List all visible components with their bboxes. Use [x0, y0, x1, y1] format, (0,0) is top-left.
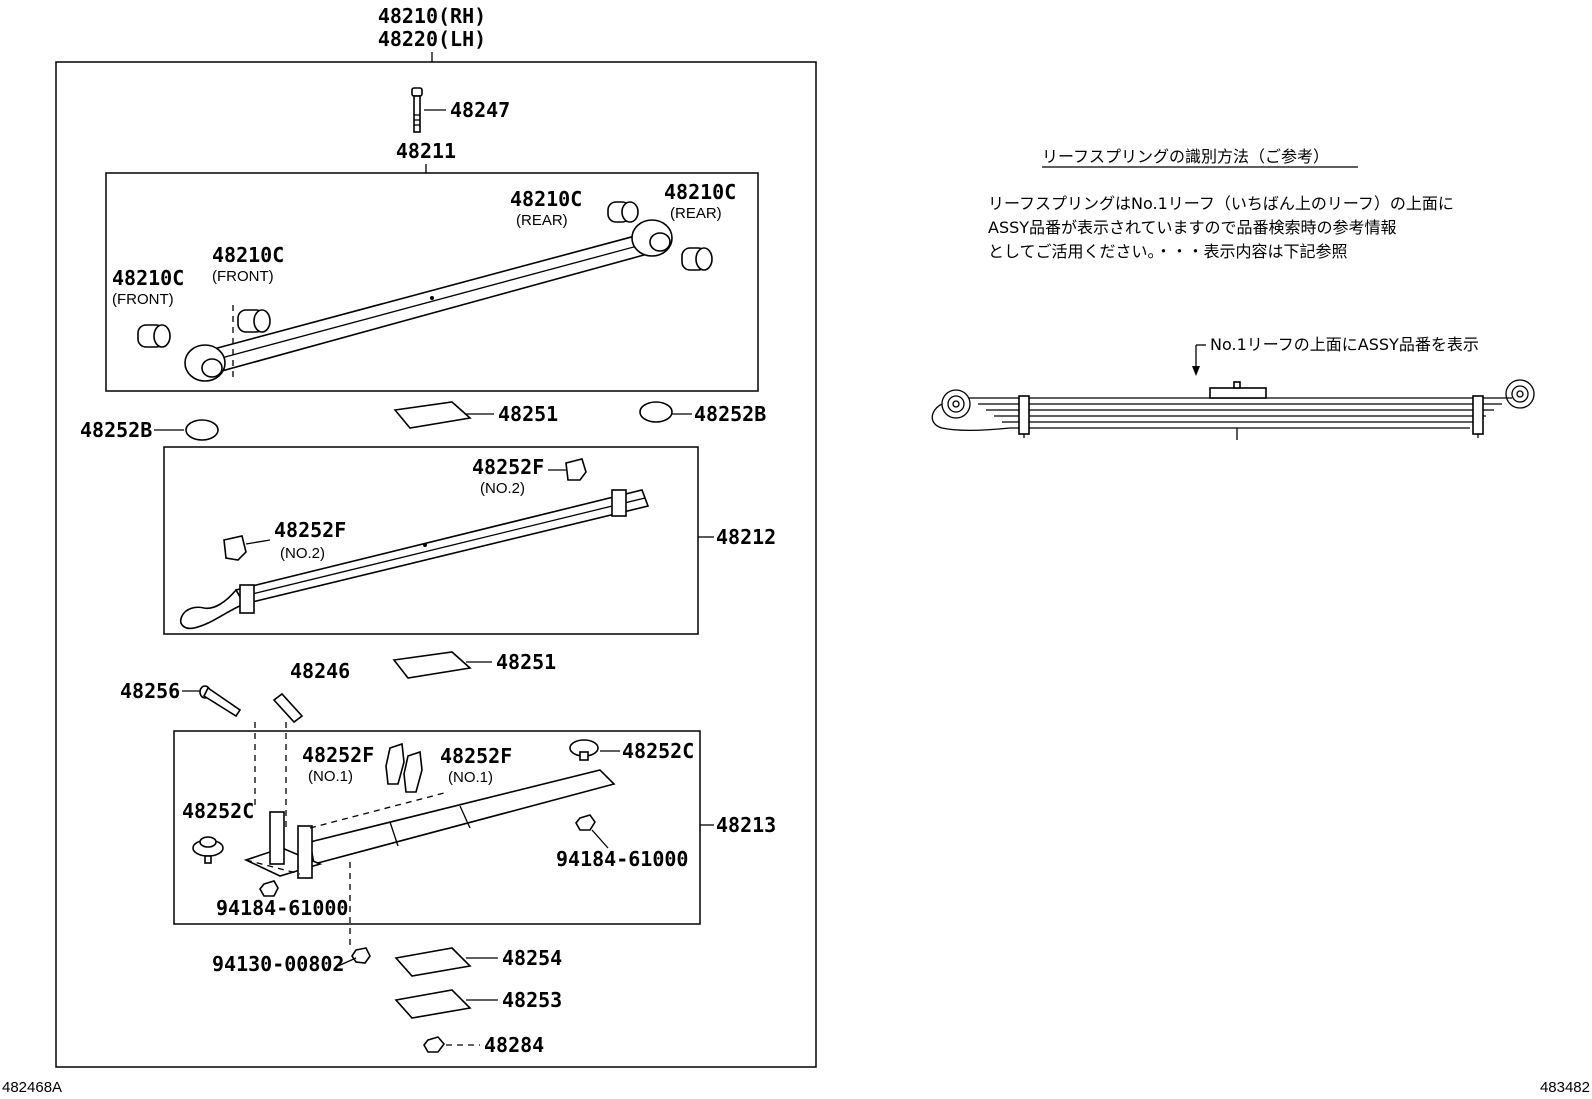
bushing-front-a-label[interactable]: 48210C: [212, 243, 284, 267]
leaf-48213-label[interactable]: 48213: [716, 813, 776, 837]
pin-48246-part: [272, 692, 304, 724]
leaf-48211-part: [184, 219, 673, 382]
bumper-48252B-right-label[interactable]: 48252B: [694, 402, 766, 426]
nut-94130-leader: [337, 957, 357, 967]
clip-48252F-no2-upper-part: [565, 458, 587, 481]
figure-code-right: 483482: [1540, 1079, 1590, 1096]
bushing-front-a-sub: (FRONT): [212, 268, 274, 285]
bushing-front-b-part: [137, 324, 171, 348]
bumper-48252B-left-label[interactable]: 48252B: [80, 418, 152, 442]
clip-48252F-no1-right-sub: (NO.1): [448, 769, 493, 786]
spring-arrow-head: [1192, 366, 1200, 376]
bushing-front-b-label[interactable]: 48210C: [112, 266, 184, 290]
figure-code-left: 482468A: [2, 1079, 62, 1096]
insert-48253-label[interactable]: 48253: [502, 988, 562, 1012]
nut-48284-label[interactable]: 48284: [484, 1033, 544, 1057]
assembly-lh-label[interactable]: 48220(LH): [378, 27, 486, 51]
clip-48252F-no2-lower-part: [223, 535, 247, 561]
assembly-frame: [55, 61, 817, 1068]
insert-48251-lower-part: [392, 651, 472, 679]
bumper-48252C-right-label[interactable]: 48252C: [622, 739, 694, 763]
bolt-48256-label[interactable]: 48256: [120, 679, 180, 703]
bushing-rear-b-sub: (REAR): [670, 205, 722, 222]
clip-48252F-no1-right-label[interactable]: 48252F: [440, 744, 512, 768]
clip-48252F-no1-left-part: [385, 742, 405, 785]
bushing-rear-a-label[interactable]: 48210C: [510, 187, 582, 211]
leaf-48213-frame: [173, 730, 701, 925]
nut-94184-left-label[interactable]: 94184-61000: [216, 896, 348, 920]
leaf-48212-label[interactable]: 48212: [716, 525, 776, 549]
leaf-48211-label[interactable]: 48211: [396, 139, 456, 163]
bumper-48252B-right-part: [639, 401, 673, 423]
clip-48252F-no2-upper-label[interactable]: 48252F: [472, 455, 544, 479]
nut-94130-label[interactable]: 94130-00802: [212, 952, 344, 976]
insert-48251-upper-label[interactable]: 48251: [498, 402, 558, 426]
pin-48246-label[interactable]: 48246: [290, 659, 350, 683]
clip-48252F-no2-upper-sub: (NO.2): [480, 480, 525, 497]
insert-48251-upper-part: [393, 401, 472, 429]
nut-48284-part: [423, 1036, 446, 1053]
bushing-front-a-part: [237, 309, 271, 333]
insert-48253-part: [394, 989, 472, 1019]
note-line-3: としてご活用ください。・・・表示内容は下記参照: [988, 242, 1348, 261]
bumper-48252C-left-part: [192, 836, 224, 864]
nut-94184-right-part: [575, 814, 596, 831]
clip-48252F-no1-left-sub: (NO.1): [308, 768, 353, 785]
clip-48252F-no2-lower-sub: (NO.2): [280, 545, 325, 562]
clip-48252F-no2-lower-leader: [245, 539, 271, 545]
leaf-48212-frame: [163, 446, 699, 635]
note-title: リーフスプリングの識別方法（ご参考）: [1042, 147, 1329, 166]
bushing-rear-a-sub: (REAR): [516, 212, 568, 229]
assembly-rh-label[interactable]: 48210(RH): [378, 4, 486, 28]
bumper-48252B-left-part: [185, 419, 219, 441]
clip-no1-guide: [309, 791, 449, 829]
nut-94130-part: [351, 947, 371, 964]
bumper-48252C-right-part: [569, 739, 599, 761]
clip-48252F-no1-left-label[interactable]: 48252F: [302, 743, 374, 767]
leaf-spring-sketch: [931, 379, 1535, 440]
nut-94184-left-part: [259, 880, 279, 897]
spring-arrow-label: No.1リーフの上面にASSY品番を表示: [1210, 335, 1479, 354]
bolt-48256-part: [199, 685, 242, 718]
bumper-48252C-left-label[interactable]: 48252C: [182, 799, 254, 823]
insert-48254-label[interactable]: 48254: [502, 946, 562, 970]
nut-94184-right-leader: [591, 829, 609, 849]
note-line-2: ASSY品番が表示されていますので品番検索時の参考情報: [988, 218, 1397, 237]
bushing-rear-b-label[interactable]: 48210C: [664, 180, 736, 204]
clip-48252F-no1-right-part: [403, 750, 423, 793]
lower-left-guide: [245, 859, 301, 875]
insert-48251-lower-label[interactable]: 48251: [496, 650, 556, 674]
leaf-48212-part: [179, 489, 650, 630]
leaf-48211-frame: [105, 172, 759, 392]
bushing-rear-a-part: [607, 201, 639, 223]
clip-48252F-no2-lower-label[interactable]: 48252F: [274, 518, 346, 542]
leaf-48213-part: [243, 769, 616, 879]
note-line-1: リーフスプリングはNo.1リーフ（いちばん上のリーフ）の上面に: [988, 194, 1454, 213]
bolt-48247-part: [411, 87, 423, 133]
bolt-48247-label[interactable]: 48247: [450, 98, 510, 122]
bushing-rear-b-part: [681, 247, 713, 271]
bushing-front-b-sub: (FRONT): [112, 291, 174, 308]
insert-48254-part: [394, 947, 472, 977]
nut-94184-right-label[interactable]: 94184-61000: [556, 847, 688, 871]
